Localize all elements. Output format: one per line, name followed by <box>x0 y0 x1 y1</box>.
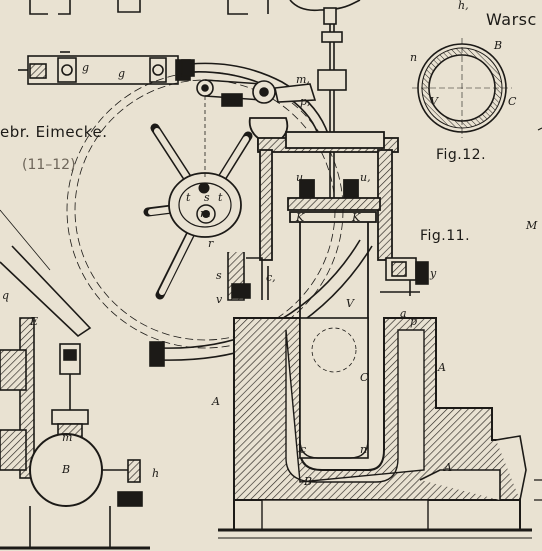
flywheel <box>66 71 344 349</box>
label-m-left: m <box>62 431 73 444</box>
maker-caption: ebr. Eimecke. <box>0 123 108 141</box>
valve-rod <box>317 7 347 200</box>
maker-ref: (11–12) <box>22 157 76 173</box>
label-C-main: C <box>360 371 369 384</box>
fig12-ring <box>412 38 512 138</box>
label-A-right: A <box>438 361 446 374</box>
label-g1: g <box>82 61 90 74</box>
label-B-main: B <box>304 475 313 488</box>
label-C-fig12: C <box>508 95 517 108</box>
label-h-top: h, <box>458 0 469 12</box>
label-m1-left: m, <box>226 95 240 108</box>
left-engine <box>0 209 150 550</box>
label-A-left: A <box>212 395 220 408</box>
label-q: q <box>2 289 10 302</box>
label-B-left: B <box>62 463 71 476</box>
label-A-lower: A <box>444 461 452 474</box>
label-s-wheel: s <box>204 191 210 204</box>
label-V-main: V <box>346 297 354 310</box>
label-g2: g <box>118 67 126 80</box>
place-caption: Warsc <box>486 10 537 29</box>
label-u-right: u, <box>360 171 371 184</box>
label-r: r <box>208 237 214 250</box>
label-h-left: h <box>152 467 160 480</box>
fitting-y <box>380 257 429 296</box>
label-p: p <box>410 315 418 328</box>
pipe-s <box>227 252 269 301</box>
label-B-fig12: B <box>494 39 503 52</box>
engine-base <box>218 317 532 539</box>
label-c-main: c <box>300 443 307 456</box>
label-K-right: K <box>352 211 361 224</box>
valve-linkage <box>196 79 317 180</box>
label-s-lower: s <box>216 269 222 282</box>
top-fragments <box>29 0 361 15</box>
rod-assembly-g <box>18 51 191 85</box>
label-y: y <box>430 267 437 280</box>
label-t-left: t <box>186 191 191 204</box>
fig11-caption: Fig.11. <box>420 228 471 244</box>
fig12-caption: Fig.12. <box>436 147 487 163</box>
label-u-left: u <box>296 171 304 184</box>
label-v: v <box>216 293 223 306</box>
label-a: a <box>400 307 407 320</box>
label-n-main: n <box>360 443 368 456</box>
label-M: M <box>526 219 538 232</box>
label-V-fig12: V <box>430 95 438 108</box>
label-E: E <box>30 315 39 328</box>
label-c1: c, <box>266 271 276 284</box>
label-p1: p, <box>300 95 311 108</box>
label-K-left: K <box>296 211 305 224</box>
label-t-right: t <box>218 191 223 204</box>
right-edge <box>534 127 542 501</box>
label-m-wheel: m <box>200 207 211 220</box>
label-n-fig12: n <box>410 51 418 64</box>
label-m1-top: m, <box>296 73 310 86</box>
